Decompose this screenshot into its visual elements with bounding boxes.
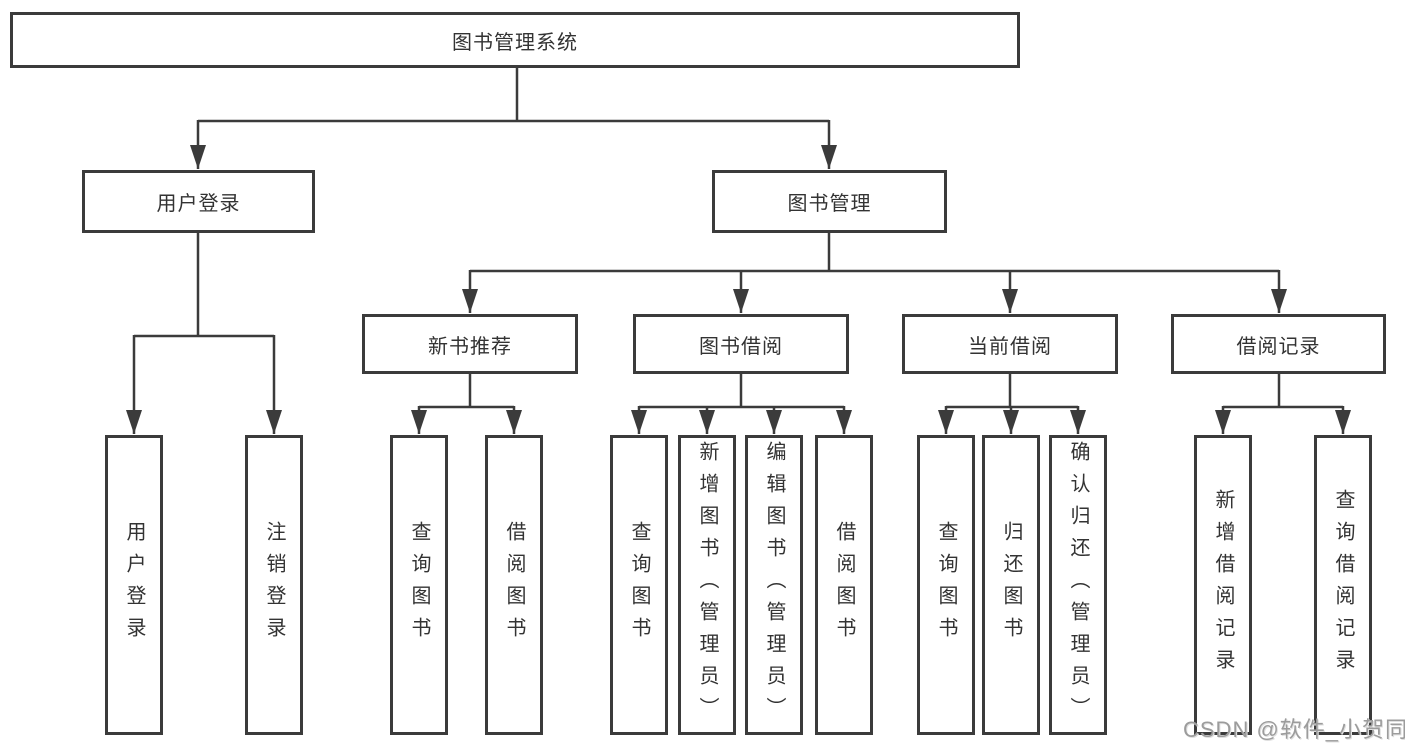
- leaf-bb-query-books: 查询图书: [610, 435, 668, 735]
- leaf-nb-borrow-books-label: 借阅图书: [503, 521, 525, 649]
- leaf-cb-confirm-return-admin-label: 确认归还（管理员）: [1067, 441, 1089, 729]
- node-user-login-label: 用户登录: [156, 193, 241, 215]
- leaf-user-login: 用户登录: [105, 435, 163, 735]
- node-new-book-recommend: 新书推荐: [362, 314, 578, 374]
- leaf-cb-return-books-label: 归还图书: [1000, 521, 1022, 649]
- leaf-logout-label: 注销登录: [263, 521, 285, 649]
- node-book-borrow-label: 图书借阅: [699, 335, 783, 358]
- node-borrow-records: 借阅记录: [1171, 314, 1386, 374]
- leaf-bb-borrow-books: 借阅图书: [815, 435, 873, 735]
- leaf-cb-return-books: 归还图书: [982, 435, 1040, 735]
- node-new-book-recommend-label: 新书推荐: [428, 335, 512, 358]
- node-book-management: 图书管理: [712, 170, 947, 233]
- leaf-bb-query-books-label: 查询图书: [628, 521, 650, 649]
- leaf-br-query-record-label: 查询借阅记录: [1332, 489, 1354, 681]
- node-borrow-records-label: 借阅记录: [1236, 335, 1321, 358]
- leaf-bb-edit-books-admin: 编辑图书（管理员）: [745, 435, 803, 735]
- node-current-borrow: 当前借阅: [902, 314, 1118, 374]
- leaf-bb-add-books-admin-label: 新增图书（管理员）: [696, 441, 718, 729]
- leaf-bb-borrow-books-label: 借阅图书: [833, 521, 855, 649]
- leaf-br-add-record-label: 新增借阅记录: [1212, 489, 1234, 681]
- node-current-borrow-label: 当前借阅: [968, 335, 1052, 358]
- leaf-nb-query-books-label: 查询图书: [408, 521, 430, 649]
- leaf-bb-edit-books-admin-label: 编辑图书（管理员）: [763, 441, 785, 729]
- node-root-label: 图书管理系统: [452, 31, 578, 54]
- leaf-br-query-record: 查询借阅记录: [1314, 435, 1372, 735]
- node-root-system: 图书管理系统: [10, 12, 1020, 68]
- connector-group: [126, 68, 1351, 434]
- leaf-nb-borrow-books: 借阅图书: [485, 435, 543, 735]
- leaf-cb-query-books-label: 查询图书: [935, 521, 957, 649]
- node-book-management-label: 图书管理: [787, 193, 872, 215]
- node-user-login: 用户登录: [82, 170, 315, 233]
- leaf-bb-add-books-admin: 新增图书（管理员）: [678, 435, 736, 735]
- node-book-borrow: 图书借阅: [633, 314, 849, 374]
- leaf-user-login-label: 用户登录: [123, 521, 145, 649]
- leaf-nb-query-books: 查询图书: [390, 435, 448, 735]
- csdn-watermark: CSDN @软件_小贺同学: [1183, 717, 1405, 742]
- leaf-cb-confirm-return-admin: 确认归还（管理员）: [1049, 435, 1107, 735]
- leaf-logout: 注销登录: [245, 435, 303, 735]
- leaf-cb-query-books: 查询图书: [917, 435, 975, 735]
- leaf-br-add-record: 新增借阅记录: [1194, 435, 1252, 735]
